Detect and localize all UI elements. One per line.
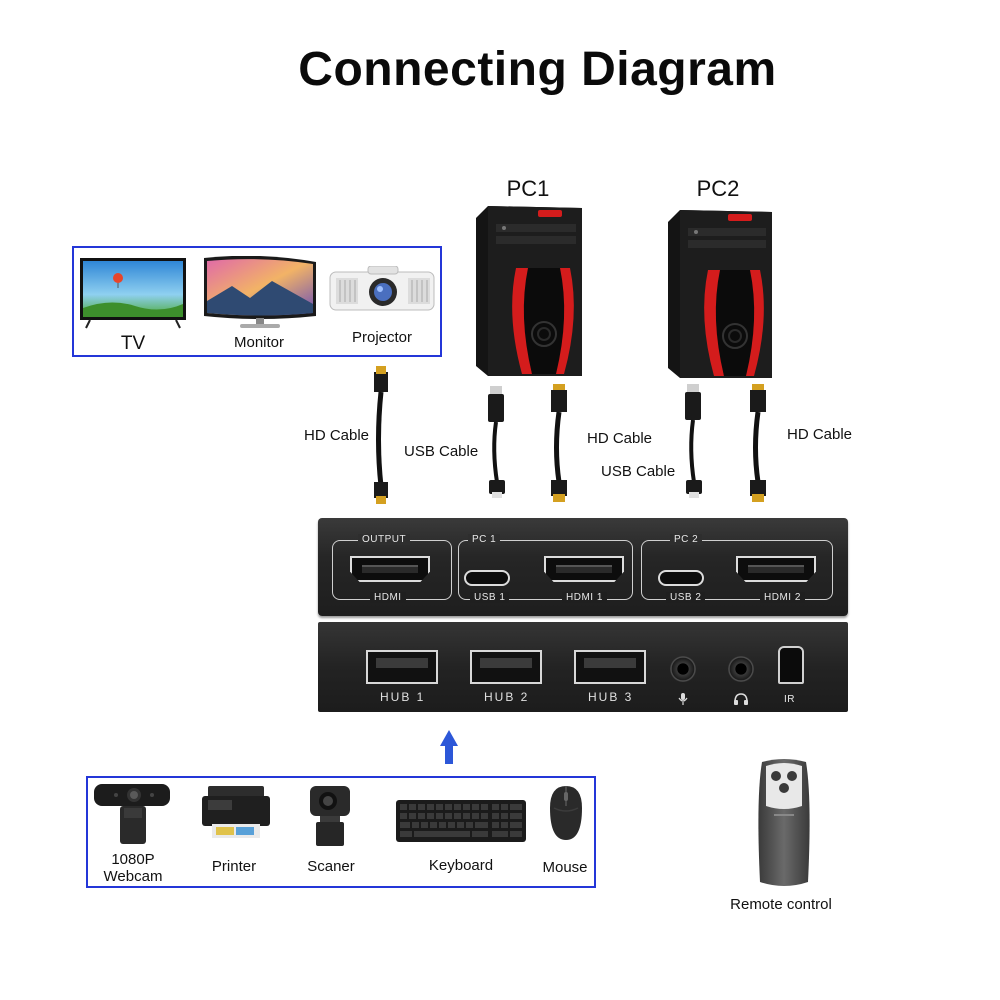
hub3-usb-port: [574, 650, 646, 684]
projector-label: Projector: [351, 329, 413, 346]
pc2-usb-cable: [685, 384, 702, 498]
output-hdmi-label: HDMI: [370, 592, 406, 603]
output-hd-cable: [374, 366, 388, 504]
pc2-usb-c-port: [658, 570, 704, 586]
remote-control-label: Remote control: [730, 896, 832, 913]
microphone-jack: [670, 656, 696, 682]
headphone-jack: [728, 656, 754, 682]
monitor-icon: [204, 256, 316, 328]
output-hd-cable-label: HD Cable: [304, 427, 370, 444]
remote-control-icon: [758, 759, 810, 886]
kvm-front-panel: OUTPUT HDMI PC 1 USB 1 HDMI 1 PC 2 USB 2…: [318, 518, 848, 616]
tv-label: TV: [120, 333, 146, 354]
pc1-group-label: PC 1: [468, 534, 501, 545]
pc1-port-group: [458, 540, 633, 600]
pc1-usb-c-port: [464, 570, 510, 586]
pc2-hdmi-label: HDMI 2: [760, 592, 805, 603]
pc2-hdmi-port: [736, 556, 816, 582]
pc2-port-group: [641, 540, 833, 600]
keyboard-icon: [396, 800, 526, 842]
pc1-hdmi-label: HDMI 1: [562, 592, 607, 603]
ir-label: IR: [784, 694, 795, 705]
microphone-icon: [678, 693, 688, 705]
hub2-label: HUB 2: [484, 690, 530, 704]
webcam-icon: [94, 784, 170, 844]
mouse-icon: [550, 786, 582, 840]
hub3-label: HUB 3: [588, 690, 634, 704]
webcam-label-line2: Webcam: [103, 868, 163, 885]
pc2-tower-icon: [668, 210, 772, 378]
pc1-usb-cable-label: USB Cable: [404, 443, 479, 460]
pc2-hd-cable: [750, 384, 766, 502]
pc2-label: PC2: [696, 176, 740, 201]
output-group-label: OUTPUT: [358, 534, 411, 545]
scanner-icon: [310, 786, 350, 846]
peripherals-box: [86, 776, 596, 888]
headphone-icon: [734, 693, 748, 705]
diagram-title: Connecting Diagram: [298, 43, 777, 96]
printer-label: Printer: [211, 858, 257, 875]
monitor-label: Monitor: [233, 334, 285, 351]
pc1-tower-icon: [476, 206, 582, 376]
pc1-hdmi-port: [544, 556, 624, 582]
ir-receiver-port: [778, 646, 804, 684]
pc2-usb-cable-label: USB Cable: [601, 463, 676, 480]
kvm-back-panel: HUB 1 HUB 2 HUB 3 IR: [318, 622, 848, 712]
pc2-usb-label: USB 2: [666, 592, 706, 603]
pc1-usb-cable: [488, 386, 505, 498]
keyboard-label: Keyboard: [428, 857, 494, 874]
webcam-label-line1: 1080P: [111, 851, 155, 868]
tv-icon: [80, 258, 186, 329]
webcam-label: 1080P Webcam: [102, 851, 164, 885]
mouse-label: Mouse: [542, 859, 588, 876]
pc2-hd-cable-label: HD Cable: [787, 426, 853, 443]
hub1-label: HUB 1: [380, 690, 426, 704]
pc1-hd-cable-label: HD Cable: [587, 430, 653, 447]
pc1-hd-cable: [551, 384, 567, 502]
display-devices-box: [72, 246, 442, 357]
pc2-group-label: PC 2: [670, 534, 703, 545]
printer-icon: [202, 786, 270, 838]
pc1-usb-label: USB 1: [470, 592, 510, 603]
up-arrow-icon: [440, 730, 458, 764]
hub2-usb-port: [470, 650, 542, 684]
output-hdmi-port: [350, 556, 430, 582]
scanner-label: Scaner: [307, 858, 355, 875]
projector-icon: [329, 266, 435, 311]
hub1-usb-port: [366, 650, 438, 684]
pc1-label: PC1: [506, 176, 550, 201]
